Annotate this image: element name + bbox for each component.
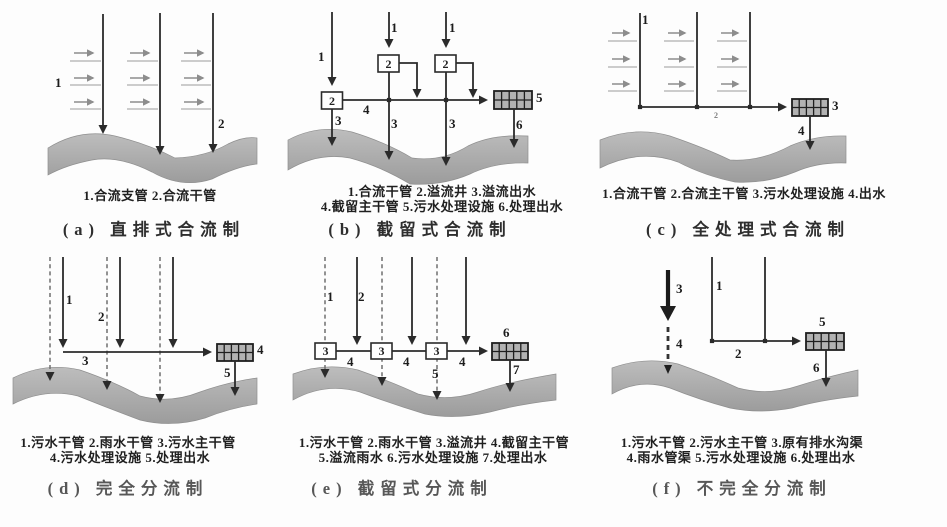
title-panel-c: (c) 全处理式合流制	[646, 220, 850, 239]
caption-c: 1.合流干管 2.合流主干管 3.污水处理设施 4.出水	[602, 186, 886, 201]
label-d-1: 1	[66, 292, 73, 307]
existing-channel-thick-arrow-f	[660, 270, 676, 321]
label-b-5: 5	[536, 90, 543, 105]
label-e-4: 4	[403, 354, 410, 369]
label-e-2: 2	[358, 289, 365, 304]
panel-e-drawing	[292, 257, 557, 417]
label-f-4: 4	[676, 336, 683, 351]
label-d-5: 5	[224, 365, 231, 380]
river-b	[287, 128, 529, 185]
caption-e-line2: 5.溢流雨水 6.污水处理设施 7.处理出水	[318, 450, 548, 465]
treatment-plant-box-d	[216, 343, 254, 362]
label-b-3: 3	[335, 113, 342, 128]
title-panel-e: (e) 截留式分流制	[311, 479, 493, 498]
label-c-1: 1	[642, 12, 649, 27]
caption-e-line1: 1.污水干管 2.雨水干管 3.溢流井 4.截留主干管	[298, 435, 570, 450]
title-panel-b: (b) 截留式合流制	[328, 220, 512, 239]
inflow-arrows-c	[608, 29, 747, 92]
caption-b-line2: 4.截留主干管 5.污水处理设施 6.处理出水	[320, 199, 564, 214]
well-number-e: 3	[322, 344, 329, 358]
treatment-plant-box-b	[493, 90, 533, 110]
panel-d-drawing	[12, 257, 258, 424]
label-b-3: 3	[391, 116, 398, 131]
title-panel-f: (f) 不完全分流制	[652, 479, 832, 498]
combined-branch-pipes-a	[98, 13, 218, 155]
panel-c-drawing	[599, 12, 847, 183]
label-c-3: 3	[832, 98, 839, 113]
label-e-1: 1	[327, 289, 334, 304]
label-c-2: 2	[714, 111, 718, 120]
label-b-1: 1	[449, 20, 456, 35]
storm-pipes-dashed-e	[320, 257, 442, 400]
caption-f-line2: 4.雨水管渠 5.污水处理设施 6.处理出水	[626, 450, 856, 465]
label-e-7: 7	[513, 362, 520, 377]
label-e-4: 4	[459, 354, 466, 369]
caption-a: 1.合流支管 2.合流干管	[83, 188, 217, 203]
combined-trunk-pipes-b	[327, 12, 451, 166]
river-c	[599, 131, 847, 183]
sewage-pipes-e	[352, 257, 471, 345]
title-panel-a: (a) 直排式合流制	[62, 220, 246, 239]
label-e-5: 5	[432, 366, 439, 381]
panel-f-drawing	[611, 257, 859, 412]
label-f-2: 2	[735, 346, 742, 361]
label-b-3: 3	[449, 116, 456, 131]
treatment-plant-box-c	[791, 98, 829, 117]
inflow-arrows-a	[70, 49, 211, 110]
label-b-6: 6	[516, 117, 523, 132]
overflow-well-boxes-b	[320, 54, 457, 110]
well-number-b: 2	[385, 56, 392, 71]
label-f-6: 6	[813, 360, 820, 375]
treatment-plant-box-f	[805, 332, 845, 351]
label-e-6: 6	[503, 325, 510, 340]
label-b-1: 1	[318, 49, 325, 64]
combined-trunk-pipes-c	[637, 12, 753, 110]
sewage-pipes-f	[709, 257, 768, 344]
label-a-2: 2	[218, 116, 225, 131]
well-number-e: 3	[378, 344, 385, 358]
caption-d-line2: 4.污水处理设施 5.处理出水	[49, 450, 211, 465]
label-f-3: 3	[676, 281, 683, 296]
overflow-well-boxes-e	[314, 342, 448, 360]
panel-a-drawing	[47, 13, 258, 184]
label-e-4: 4	[347, 354, 354, 369]
treatment-plant-box-e	[491, 342, 529, 361]
river-d	[12, 366, 258, 424]
well-number-b: 2	[442, 56, 449, 71]
river-f	[611, 360, 859, 412]
label-d-2: 2	[98, 309, 105, 324]
title-panel-d: (d) 完全分流制	[47, 479, 209, 498]
sewage-pipes-d	[58, 257, 178, 348]
river-a	[47, 133, 258, 184]
label-a-1: 1	[55, 75, 62, 90]
label-f-1: 1	[716, 278, 723, 293]
storm-channel-dashed-f	[664, 327, 672, 374]
well-number-e: 3	[433, 344, 440, 358]
panel-b-drawing	[287, 12, 533, 185]
interceptor-main-b	[343, 62, 488, 105]
storm-pipes-dashed-d	[45, 257, 165, 403]
label-f-5: 5	[819, 314, 826, 329]
label-d-4: 4	[257, 342, 264, 357]
caption-d-line1: 1.污水干管 2.雨水干管 3.污水主干管	[20, 435, 236, 450]
well-number-b: 2	[329, 93, 335, 108]
caption-b-line1: 1.合流干管 2.溢流井 3.溢流出水	[347, 184, 537, 199]
label-b-1: 1	[391, 20, 398, 35]
label-c-4: 4	[798, 123, 805, 138]
label-d-3: 3	[82, 353, 89, 368]
caption-f-line1: 1.污水干管 2.污水主干管 3.原有排水沟渠	[620, 435, 864, 450]
label-b-4: 4	[363, 102, 370, 117]
